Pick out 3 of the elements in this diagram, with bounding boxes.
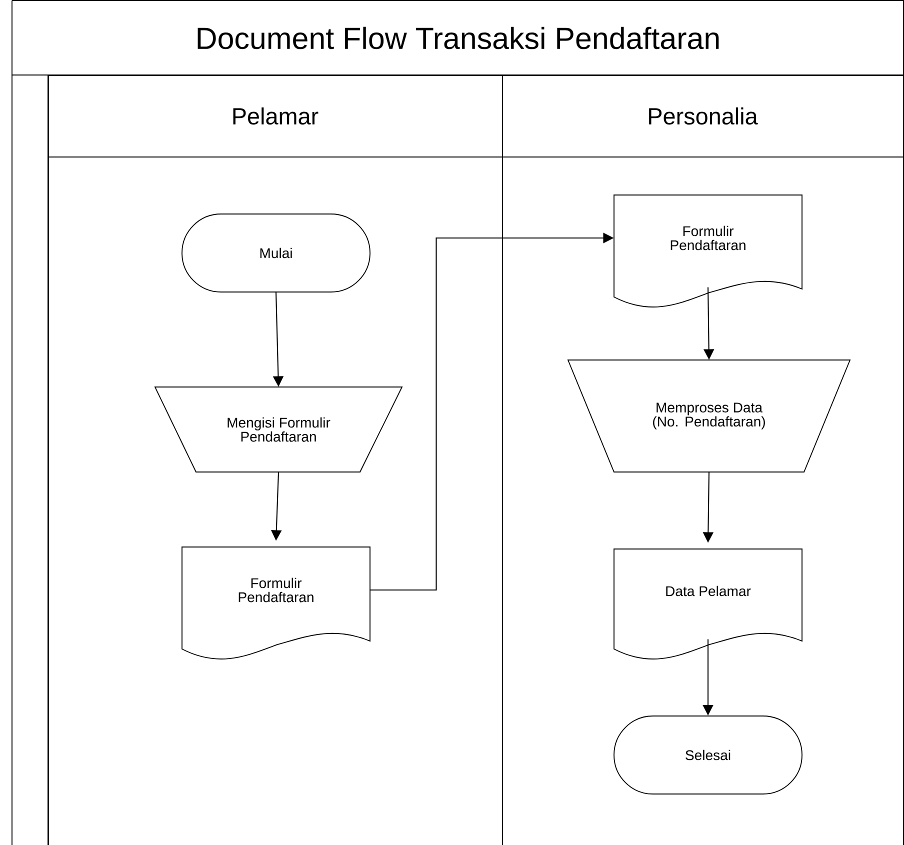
title: Document Flow Transaksi Pendaftaran (198, 26, 719, 50)
terminator: Mulai (182, 214, 370, 292)
terminator: Selesai (614, 716, 802, 794)
